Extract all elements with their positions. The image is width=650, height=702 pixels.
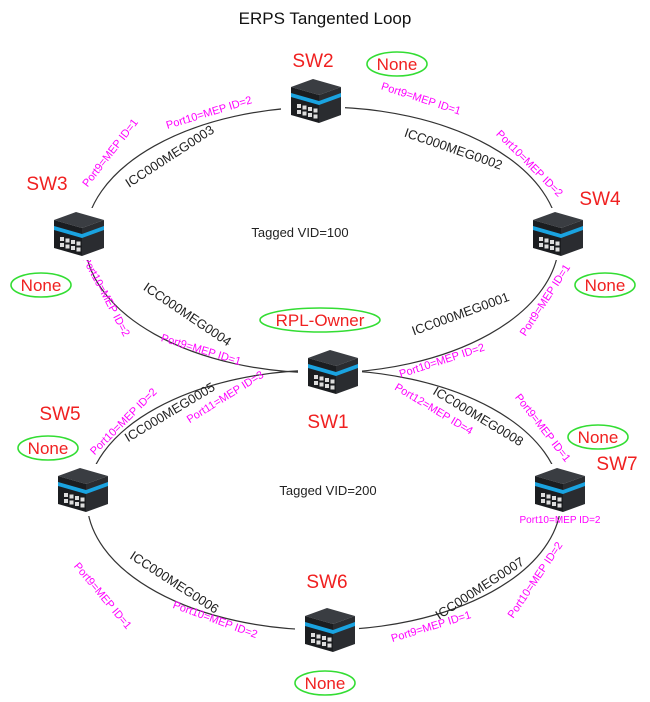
meg-label: ICC000MEG0004 [141, 279, 234, 349]
role-label: RPL-Owner [276, 311, 365, 330]
port-mep-label: Port10=MEP ID=2 [493, 128, 564, 199]
port-mep-label: Port10=MEP ID=2 [398, 342, 486, 381]
switch-sw2[interactable]: SW2 None [281, 51, 428, 127]
meg-label: ICC000MEG0002 [403, 125, 505, 173]
role-label: None [377, 55, 418, 74]
role-label: None [28, 439, 69, 458]
switch-sw7[interactable]: SW7 None [525, 424, 638, 516]
switch-name: SW7 [596, 454, 637, 475]
meg-label: ICC000MEG0003 [122, 122, 216, 190]
port-mep-label: Port9=MEP ID=1 [380, 81, 463, 118]
vlan-label-ring-1: Tagged VID=100 [251, 225, 348, 240]
role-oval [10, 272, 72, 298]
role-oval [574, 272, 636, 298]
industrial-switch-icon [44, 208, 108, 260]
switch-name: SW3 [26, 174, 67, 195]
industrial-switch-icon [48, 464, 112, 516]
port-mep-label: Port9=MEP ID=1 [71, 560, 134, 631]
industrial-switch-icon [281, 75, 345, 127]
role-label: None [21, 276, 62, 295]
industrial-switch-icon [298, 346, 362, 398]
role-oval [17, 435, 79, 461]
port-mep-label: Port9=MEP ID=1 [390, 609, 473, 645]
switch-name: SW4 [579, 189, 621, 210]
vlan-label-ring-2: Tagged VID=200 [279, 483, 376, 498]
ring-vid-100 [84, 106, 560, 374]
port-mep-label: Port10=MEP ID=2 [520, 515, 601, 526]
switch-name: SW2 [292, 51, 333, 72]
role-oval [366, 51, 428, 77]
role-oval [567, 424, 629, 450]
industrial-switch-icon [523, 208, 587, 260]
role-label: None [305, 674, 346, 693]
role-label: None [585, 276, 626, 295]
role-oval [259, 307, 381, 333]
switch-name: SW6 [306, 572, 347, 593]
diagram-title: ERPS Tangented Loop [239, 9, 412, 28]
switch-name: SW5 [39, 404, 80, 425]
industrial-switch-icon [525, 464, 589, 516]
port-mep-label: Port10=MEP ID=2 [506, 540, 566, 621]
port-mep-label: Port9=MEP ID=1 [518, 262, 573, 338]
role-oval [294, 670, 356, 696]
switch-name: SW1 [307, 412, 348, 433]
port-mep-label: Port10=MEP ID=2 [79, 254, 131, 338]
industrial-switch-icon [295, 604, 359, 656]
switch-sw1[interactable]: SW1 RPL-Owner [259, 307, 381, 433]
role-label: None [578, 428, 619, 447]
